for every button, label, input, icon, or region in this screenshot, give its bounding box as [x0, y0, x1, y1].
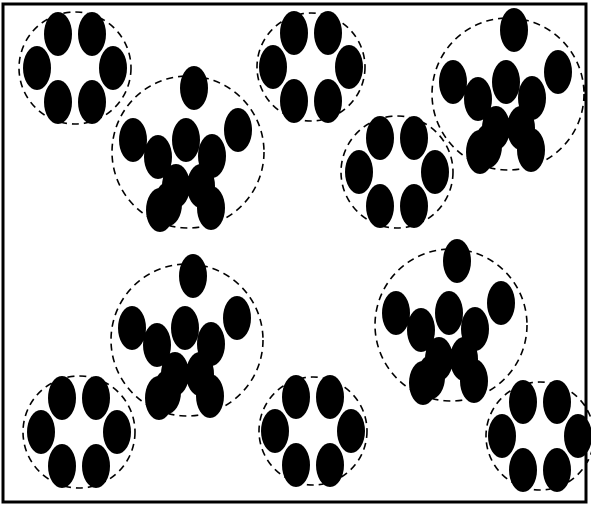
particle	[314, 11, 342, 55]
particle	[337, 409, 365, 453]
particle	[400, 116, 428, 160]
particle	[172, 118, 200, 162]
particle	[145, 376, 173, 420]
particle	[492, 60, 520, 104]
particle	[82, 376, 110, 420]
particle	[439, 60, 467, 104]
particle	[261, 409, 289, 453]
particle	[316, 443, 344, 487]
particle	[314, 79, 342, 123]
particle	[487, 281, 515, 325]
particle	[517, 128, 545, 172]
particle	[509, 448, 537, 492]
particle	[488, 414, 516, 458]
particle	[335, 45, 363, 89]
particle	[99, 46, 127, 90]
particle	[366, 116, 394, 160]
particle	[443, 239, 471, 283]
particle	[282, 375, 310, 419]
particle	[421, 150, 449, 194]
particle	[382, 291, 410, 335]
particle	[119, 118, 147, 162]
particle	[171, 306, 199, 350]
particle	[146, 188, 174, 232]
particle	[179, 254, 207, 298]
particle	[316, 375, 344, 419]
particle	[180, 66, 208, 110]
particle	[223, 296, 251, 340]
particle	[118, 306, 146, 350]
particle	[78, 12, 106, 56]
particle	[196, 374, 224, 418]
particle	[400, 184, 428, 228]
particle	[543, 380, 571, 424]
particle	[82, 444, 110, 488]
particle	[500, 8, 528, 52]
particle	[48, 376, 76, 420]
particle	[345, 150, 373, 194]
particle	[280, 79, 308, 123]
particle	[23, 46, 51, 90]
particle	[224, 108, 252, 152]
particle	[543, 448, 571, 492]
particle	[460, 359, 488, 403]
particle	[366, 184, 394, 228]
particle	[44, 12, 72, 56]
particle	[544, 50, 572, 94]
particle	[409, 361, 437, 405]
particle	[466, 130, 494, 174]
particle	[48, 444, 76, 488]
particle	[509, 380, 537, 424]
particle	[282, 443, 310, 487]
particle	[564, 414, 591, 458]
particle	[280, 11, 308, 55]
particle	[435, 291, 463, 335]
particle	[197, 186, 225, 230]
particle	[44, 80, 72, 124]
particle	[103, 410, 131, 454]
particle	[27, 410, 55, 454]
particle	[78, 80, 106, 124]
particle	[259, 45, 287, 89]
